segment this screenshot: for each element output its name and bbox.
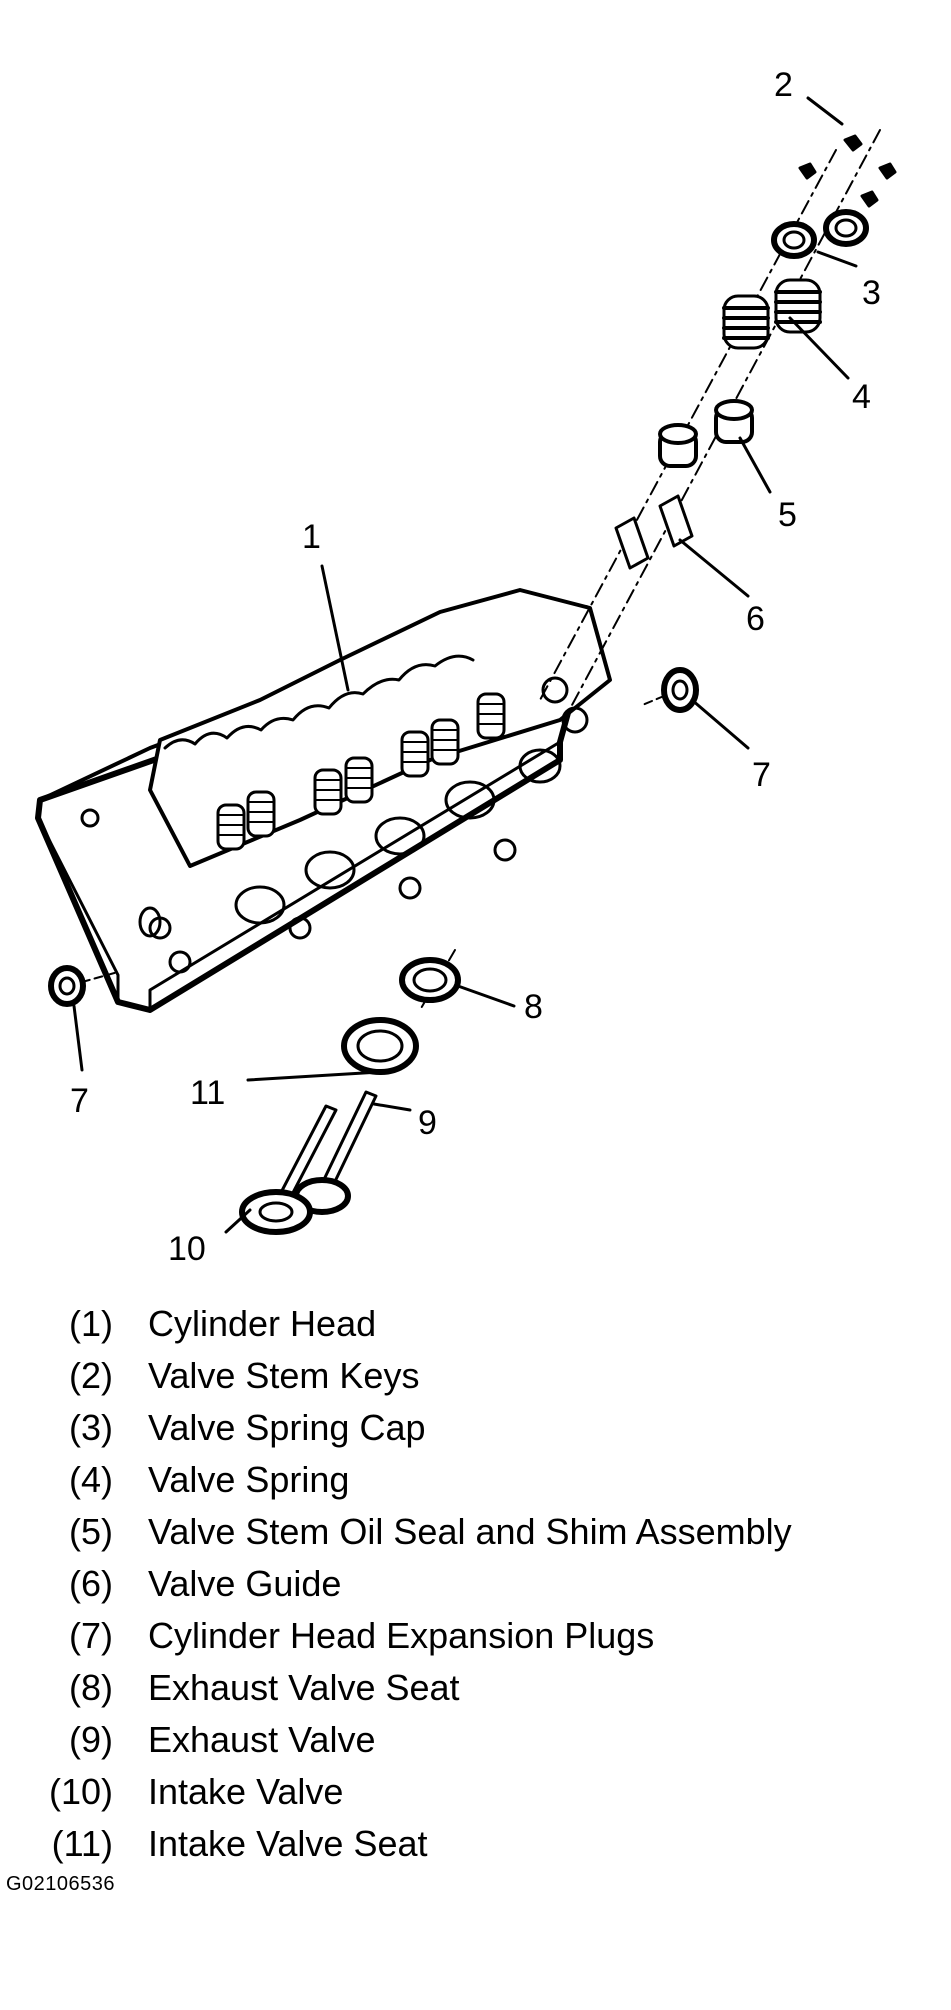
callout-7-left: 7 — [70, 1082, 89, 1120]
legend-label: Valve Spring — [148, 1459, 350, 1500]
expansion-plugs — [48, 667, 699, 1007]
callout-9: 9 — [418, 1104, 437, 1142]
intake-valve — [239, 1104, 338, 1235]
leader-lines — [72, 96, 858, 1234]
legend-number: (8) — [69, 1667, 113, 1708]
legend-label: Valve Spring Cap — [148, 1407, 426, 1448]
intake-valve-seat — [341, 1017, 419, 1075]
legend-number: (6) — [69, 1563, 113, 1604]
callout-8: 8 — [524, 988, 543, 1026]
legend-number: (1) — [69, 1303, 113, 1344]
legend-number: (10) — [48, 1771, 113, 1812]
legend-item: (1) Cylinder Head — [0, 1298, 951, 1350]
legend-item: (10) Intake Valve — [0, 1766, 951, 1818]
legend-number: (5) — [69, 1511, 113, 1552]
callout-10: 10 — [168, 1230, 206, 1268]
legend-item: (6) Valve Guide — [0, 1558, 951, 1610]
valve-spring-caps — [771, 209, 869, 259]
parts-legend: (1) Cylinder Head (2) Valve Stem Keys (3… — [0, 1298, 951, 1870]
legend-item: (2) Valve Stem Keys — [0, 1350, 951, 1402]
legend-item: (9) Exhaust Valve — [0, 1714, 951, 1766]
legend-label: Exhaust Valve Seat — [148, 1667, 460, 1708]
callout-6: 6 — [746, 600, 765, 638]
legend-label: Cylinder Head Expansion Plugs — [148, 1615, 655, 1656]
legend-item: (7) Cylinder Head Expansion Plugs — [0, 1610, 951, 1662]
legend-label: Valve Stem Oil Seal and Shim Assembly — [148, 1511, 792, 1552]
valve-stem-oil-seals — [658, 399, 754, 468]
legend-number: (7) — [69, 1615, 113, 1656]
exhaust-valve-seat — [399, 957, 461, 1003]
legend-item: (8) Exhaust Valve Seat — [0, 1662, 951, 1714]
legend-label: Intake Valve Seat — [148, 1823, 428, 1864]
callout-5: 5 — [778, 496, 797, 534]
callout-1: 1 — [302, 518, 321, 556]
legend-number: (11) — [51, 1823, 113, 1864]
callout-2: 2 — [774, 66, 793, 104]
callout-3: 3 — [862, 274, 881, 312]
figure-id: G02106536 — [6, 1873, 116, 1895]
legend-number: (2) — [69, 1355, 113, 1396]
legend-label: Valve Stem Keys — [148, 1355, 420, 1396]
legend-label: Cylinder Head — [148, 1303, 377, 1344]
callout-4: 4 — [852, 378, 871, 416]
valve-springs — [722, 278, 822, 350]
callout-7-right: 7 — [752, 756, 771, 794]
legend-label: Intake Valve — [148, 1771, 344, 1812]
legend-number: (3) — [69, 1407, 113, 1448]
legend-label: Exhaust Valve — [148, 1719, 376, 1760]
valve-guides — [614, 494, 694, 570]
legend-item: (11) Intake Valve Seat — [0, 1818, 951, 1870]
valve-stem-keys — [798, 134, 897, 208]
legend-number: (4) — [69, 1459, 113, 1500]
callout-11: 11 — [190, 1074, 225, 1112]
legend-item: (4) Valve Spring — [0, 1454, 951, 1506]
legend-item: (3) Valve Spring Cap — [0, 1402, 951, 1454]
exploded-view-diagram: 1 2 3 4 5 6 7 7 8 9 10 11 — [35, 66, 897, 1268]
cylinder-head — [35, 588, 612, 1013]
legend-number: (9) — [69, 1719, 113, 1760]
legend-label: Valve Guide — [148, 1563, 342, 1604]
legend-item: (5) Valve Stem Oil Seal and Shim Assembl… — [0, 1506, 951, 1558]
